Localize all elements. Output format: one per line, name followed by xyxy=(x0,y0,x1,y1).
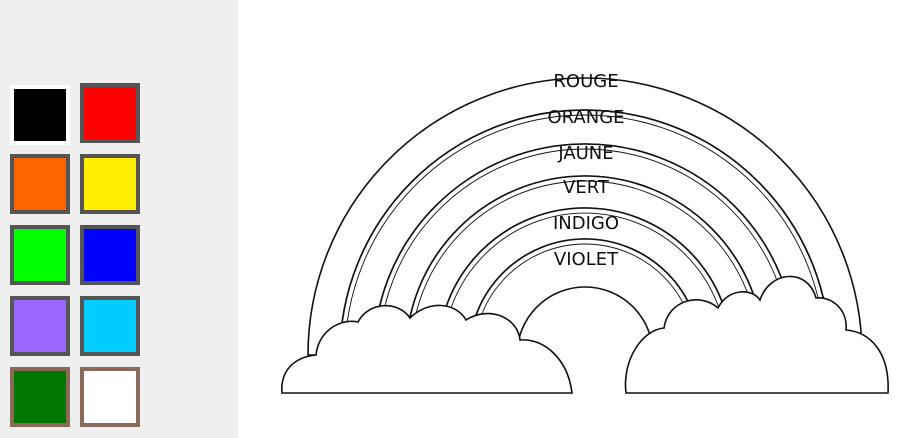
right-cloud[interactable] xyxy=(624,275,889,394)
label-violet: VIOLET xyxy=(554,249,619,270)
swatch-purple[interactable] xyxy=(10,296,70,356)
swatch-dark-green[interactable] xyxy=(10,367,70,427)
swatch-black[interactable] xyxy=(10,85,70,145)
swatch-cyan[interactable] xyxy=(80,296,140,356)
rainbow-drawing: ROUGE ORANGE JAUNE VERT INDIGO VIOLET xyxy=(281,71,889,394)
label-indigo: INDIGO xyxy=(553,213,619,234)
swatch-yellow[interactable] xyxy=(80,154,140,214)
swatch-green[interactable] xyxy=(10,225,70,285)
label-vert: VERT xyxy=(563,177,610,198)
label-rouge: ROUGE xyxy=(553,71,618,92)
coloring-canvas[interactable]: ROUGE ORANGE JAUNE VERT INDIGO VIOLET xyxy=(238,0,900,438)
swatch-orange[interactable] xyxy=(10,154,70,214)
swatch-red[interactable] xyxy=(80,83,140,143)
label-jaune: JAUNE xyxy=(557,143,613,164)
label-orange: ORANGE xyxy=(547,107,624,128)
swatch-blue[interactable] xyxy=(80,225,140,285)
swatch-white[interactable] xyxy=(80,367,140,427)
band-labels: ROUGE ORANGE JAUNE VERT INDIGO VIOLET xyxy=(547,71,624,270)
color-palette xyxy=(0,0,238,438)
left-cloud[interactable] xyxy=(281,304,573,394)
